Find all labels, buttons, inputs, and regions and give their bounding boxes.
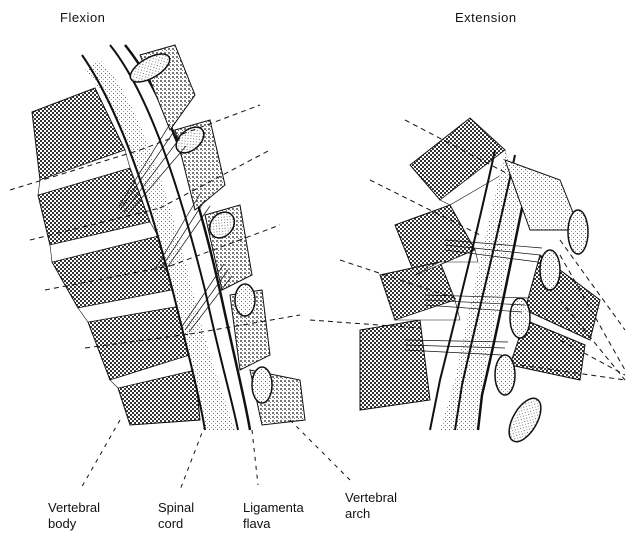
label-spinal-cord: Spinal cord	[158, 500, 194, 532]
label-ligamenta-flava: Ligamenta flava	[243, 500, 304, 532]
extension-spinous-process	[495, 355, 515, 395]
extension-spinous-process	[503, 393, 548, 447]
label-vertebral-arch: Vertebral arch	[345, 490, 397, 522]
extension-spinous-process	[510, 298, 530, 338]
label-leader-lines	[80, 420, 350, 490]
flexion-spinous-process	[252, 367, 272, 403]
extension-spinous-process	[540, 250, 560, 290]
flexion-spine	[10, 45, 305, 430]
extension-vertebral-body-4	[360, 320, 430, 410]
extension-spinous-process	[568, 210, 588, 254]
extension-spine	[310, 118, 625, 447]
flexion-spinous-process	[235, 284, 255, 316]
label-vertebral-body: Vertebral body	[48, 500, 100, 532]
